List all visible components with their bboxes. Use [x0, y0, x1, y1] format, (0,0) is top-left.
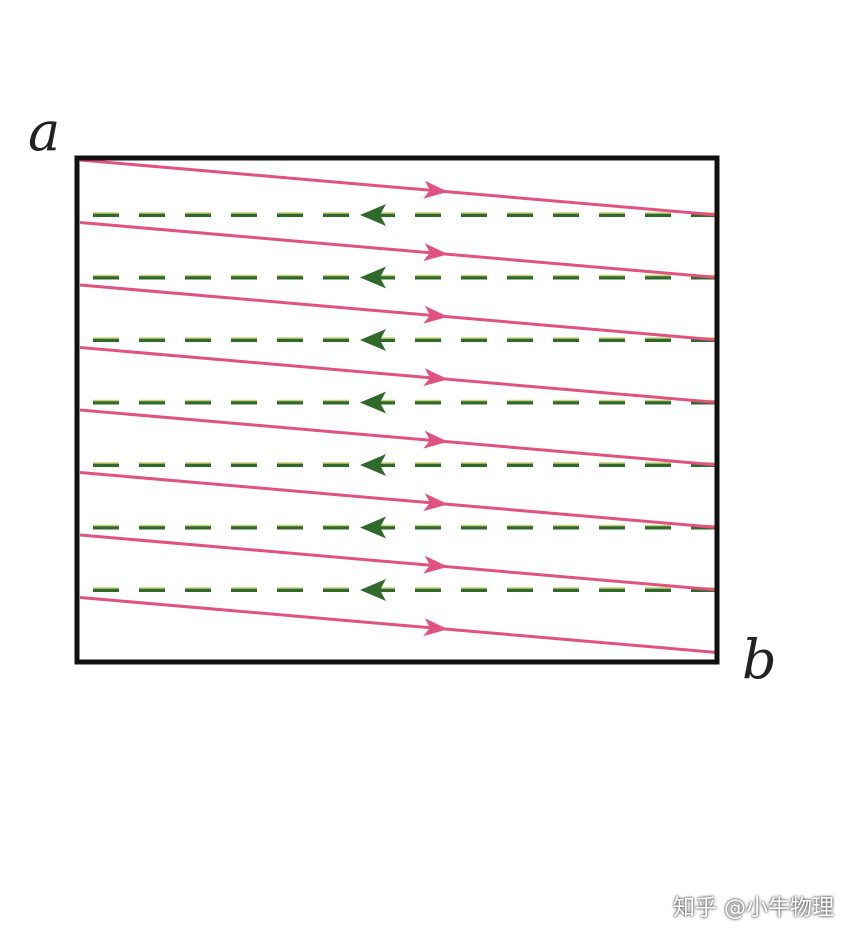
return-arrowhead [360, 204, 386, 226]
forward-scan-line [79, 158, 718, 217]
forward-scan-line [79, 346, 718, 404]
forward-scan-line [79, 408, 718, 467]
forward-scan-line [79, 533, 718, 592]
return-arrowhead [360, 266, 386, 289]
return-arrowhead [360, 579, 386, 601]
forward-scan-line [79, 471, 718, 529]
diagram-frame [74, 155, 720, 665]
forward-arrowhead [423, 180, 448, 199]
forward-scan-line [79, 221, 718, 279]
watermark-text: 知乎 @小牛物理 [673, 896, 834, 921]
return-arrowhead [360, 516, 386, 539]
forward-scan-line [79, 283, 718, 342]
forward-scan-line [79, 596, 718, 654]
forward-arrowhead [423, 305, 448, 324]
return-lines [80, 204, 717, 601]
return-arrowhead [360, 329, 386, 351]
forward-arrowhead [423, 493, 448, 512]
forward-arrowhead [423, 555, 448, 574]
forward-arrowhead [423, 243, 448, 262]
forward-arrowhead [423, 368, 448, 387]
return-arrowhead [360, 454, 386, 476]
forward-arrowhead [423, 618, 448, 637]
corner-label-a: a [28, 100, 60, 163]
corner-label-b: b [742, 628, 777, 691]
forward-arrowhead [423, 430, 448, 449]
return-arrowhead [360, 391, 386, 414]
forward-lines [79, 158, 718, 654]
